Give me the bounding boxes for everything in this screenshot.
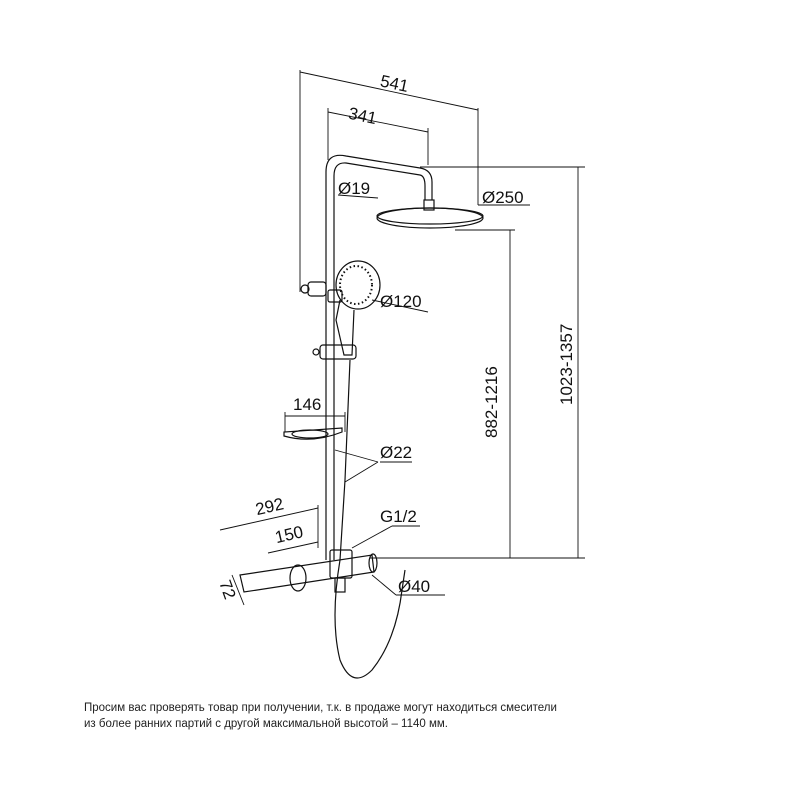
dim-mixer-depth: 72: [215, 578, 239, 602]
dim-541: 541: [379, 71, 411, 95]
dim-head-height: 882-1216: [482, 366, 501, 438]
dim-rail-diameter: Ø22: [380, 443, 412, 462]
note-line-1: Просим вас проверять товар при получении…: [84, 702, 557, 714]
disclaimer-note: Просим вас проверять товар при получении…: [84, 700, 557, 732]
dim-mixer-centers: 150: [273, 522, 305, 547]
dim-shelf-width: 146: [293, 395, 321, 414]
dim-hand-shower-diameter: Ø120: [380, 292, 422, 311]
slider-holder: [312, 344, 357, 360]
rain-shower-head: [376, 199, 484, 229]
dim-mixer-diameter: Ø40: [398, 577, 430, 596]
dim-total-height: 1023-1357: [557, 324, 576, 405]
note-line-2: из более ранних партий с другой максимал…: [84, 718, 448, 730]
hand-shower: [327, 260, 381, 356]
shower-hose: [334, 359, 406, 679]
dimension-lines: [219, 70, 585, 606]
thermostat-mixer: [239, 549, 378, 593]
riser-pipe: [325, 154, 433, 560]
wall-bracket: [300, 281, 327, 297]
dim-341: 341: [347, 104, 379, 128]
dim-inlet-thread: G1/2: [380, 507, 417, 526]
dim-head-diameter: Ø250: [482, 188, 524, 207]
dim-pipe-diameter: Ø19: [338, 179, 370, 198]
soap-shelf: [283, 427, 343, 440]
dim-mixer-length: 292: [254, 494, 286, 519]
